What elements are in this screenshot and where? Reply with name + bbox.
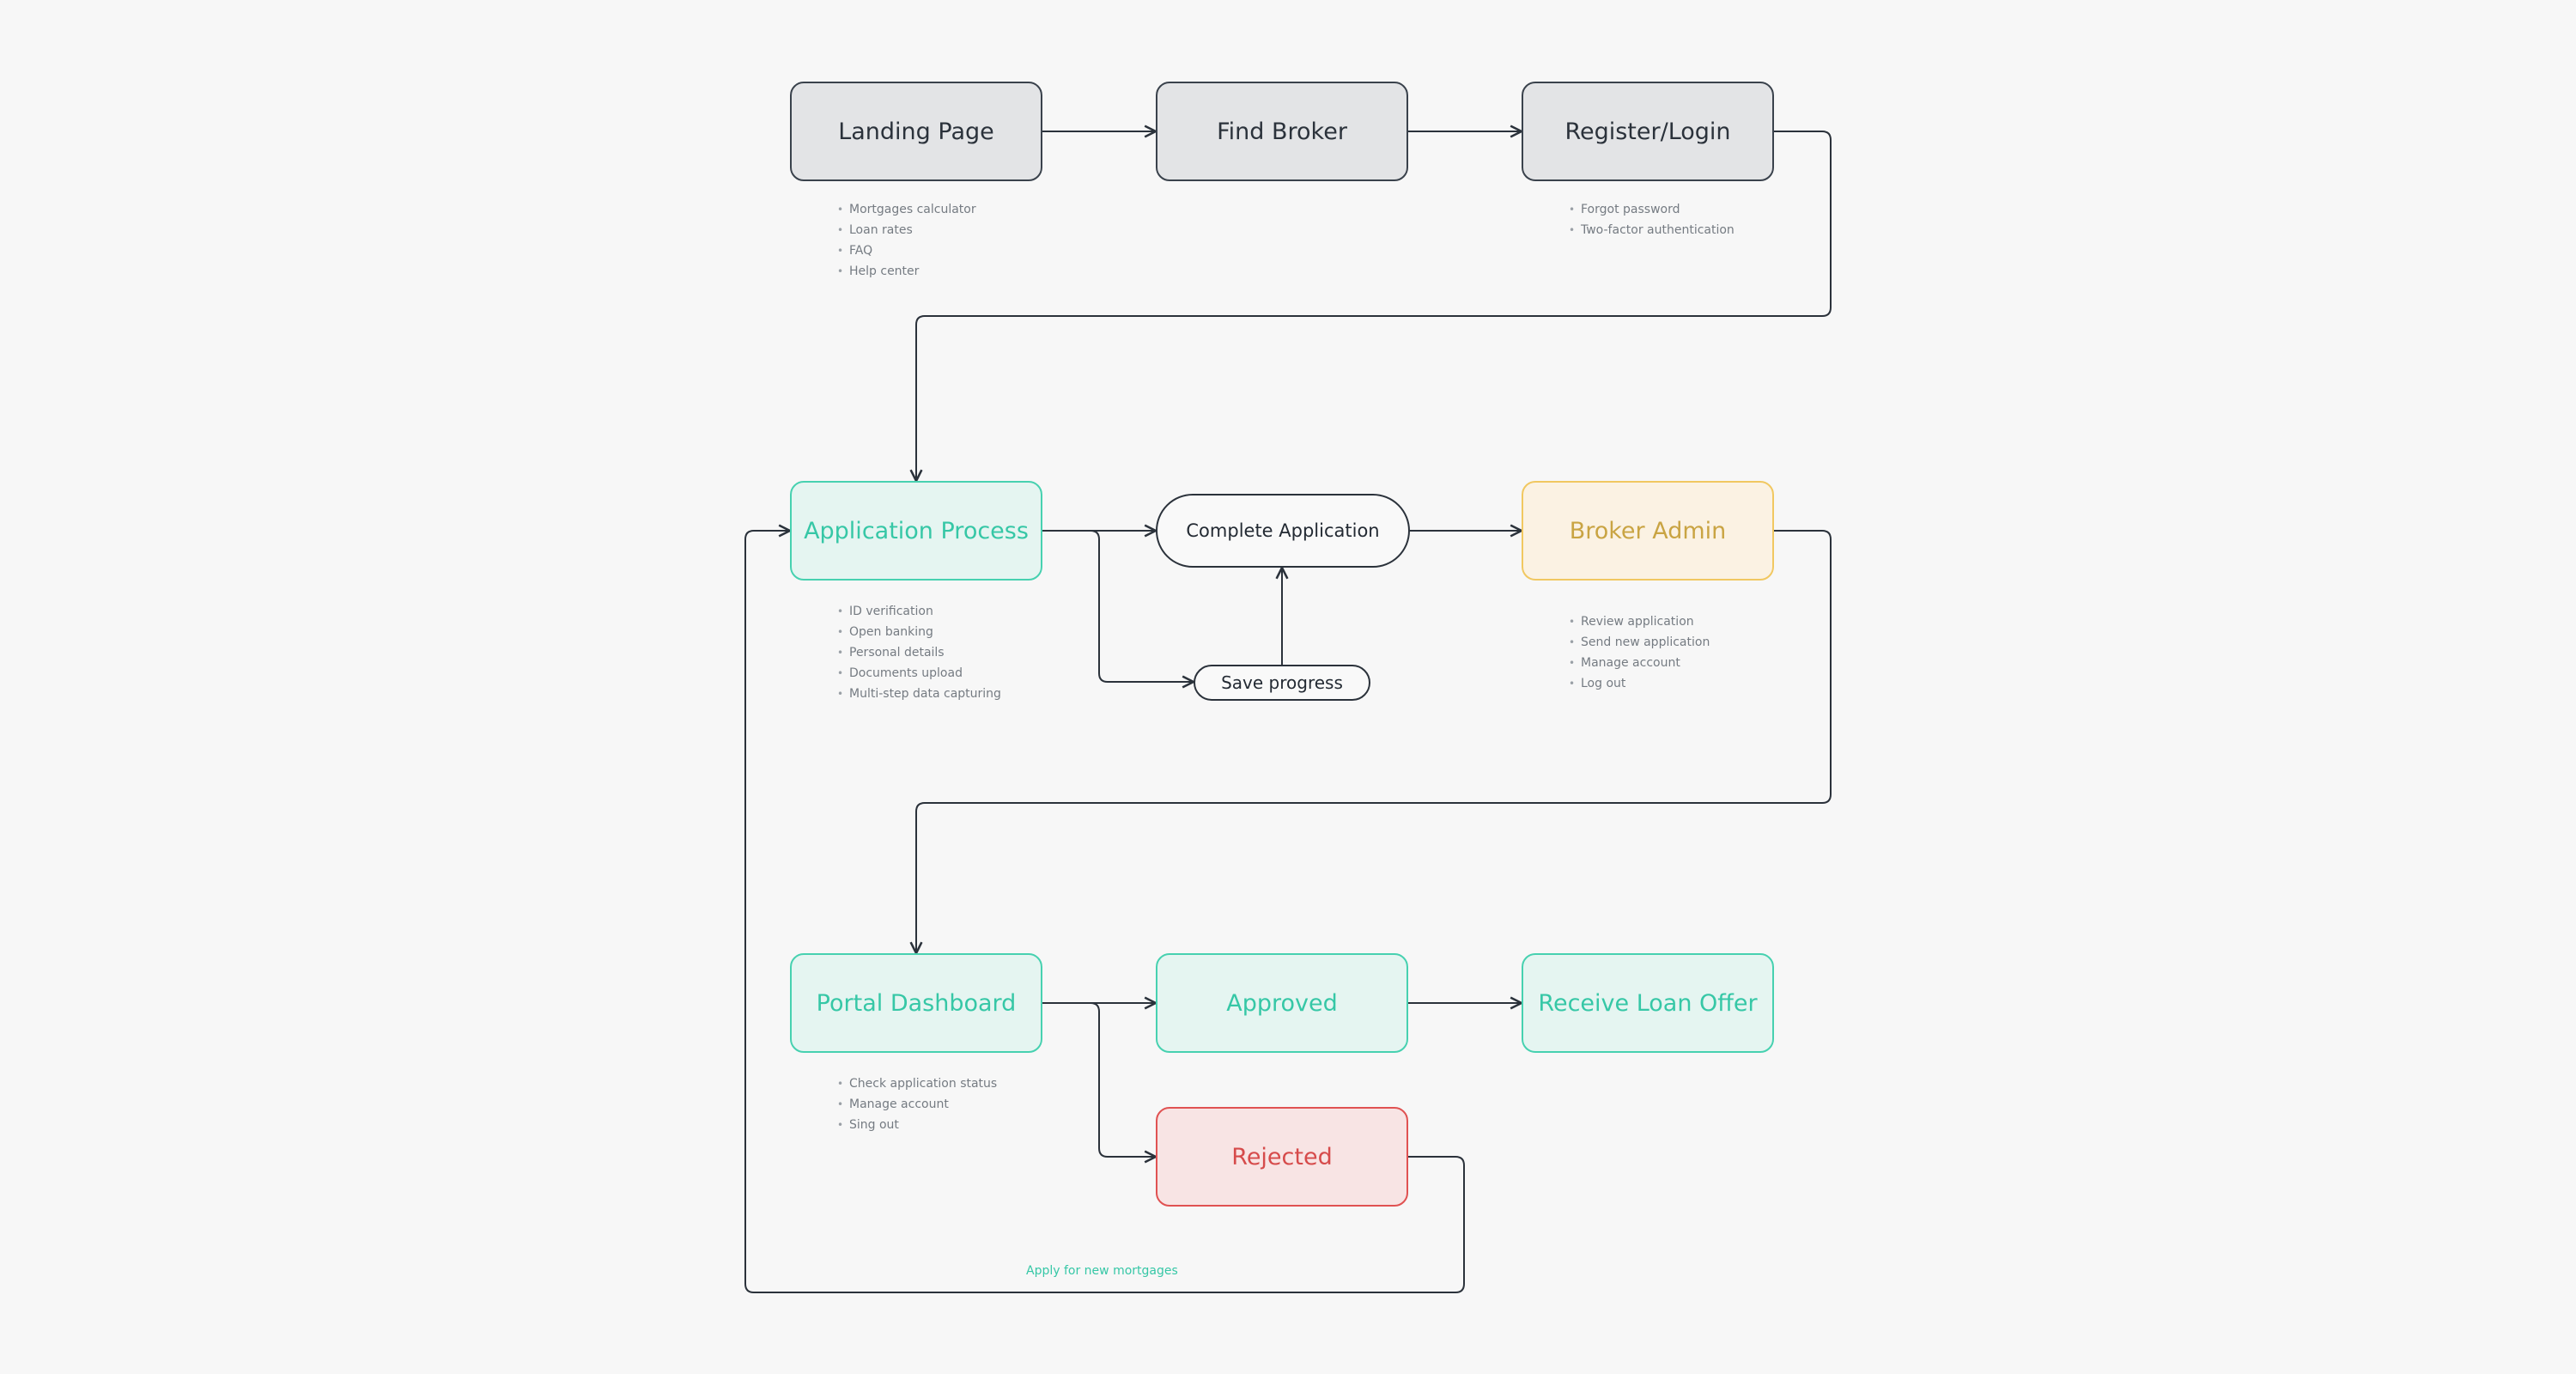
list-item: ID verification [837,601,1001,622]
list-item: Send new application [1569,632,1710,653]
list-item: Loan rates [837,220,976,240]
list-item: Review application [1569,611,1710,632]
broker-admin-notes: Review application Send new application … [1569,611,1710,694]
list-item: Mortgages calculator [837,199,976,220]
list-item: Help center [837,261,976,282]
list-item: Two-factor authentication [1569,220,1735,240]
connector-portal-to-rejected [1042,1002,1156,1157]
list-item: Check application status [837,1073,997,1094]
connector-application-to-save [1042,530,1194,682]
node-broker-admin[interactable]: Broker Admin [1522,481,1774,581]
node-landing-page[interactable]: Landing Page [790,82,1042,181]
list-item: Documents upload [837,663,1001,684]
connector-register-to-application [916,131,1832,481]
node-find-broker[interactable]: Find Broker [1156,82,1408,181]
application-process-notes: ID verification Open banking Personal de… [837,601,1001,704]
list-item: Manage account [1569,653,1710,673]
list-item: Log out [1569,673,1710,694]
list-item: FAQ [837,240,976,261]
connector-broker-to-portal [916,530,1832,953]
node-portal-dashboard[interactable]: Portal Dashboard [790,953,1042,1053]
apply-new-mortgages-label: Apply for new mortgages [1026,1264,1178,1278]
list-item: Manage account [837,1094,997,1115]
node-register-login[interactable]: Register/Login [1522,82,1774,181]
list-item: Multi-step data capturing [837,684,1001,704]
list-item: Personal details [837,642,1001,663]
node-approved[interactable]: Approved [1156,953,1408,1053]
node-save-progress[interactable]: Save progress [1194,665,1370,701]
landing-page-notes: Mortgages calculator Loan rates FAQ Help… [837,199,976,282]
node-receive-loan-offer[interactable]: Receive Loan Offer [1522,953,1774,1053]
portal-dashboard-notes: Check application status Manage account … [837,1073,997,1135]
node-application-process[interactable]: Application Process [790,481,1042,581]
connector-rejected-loop-to-application [744,531,1465,1293]
list-item: Open banking [837,622,1001,642]
node-complete-application[interactable]: Complete Application [1156,494,1410,568]
list-item: Sing out [837,1115,997,1135]
list-item: Forgot password [1569,199,1735,220]
register-login-notes: Forgot password Two-factor authenticatio… [1569,199,1735,240]
node-rejected[interactable]: Rejected [1156,1107,1408,1207]
